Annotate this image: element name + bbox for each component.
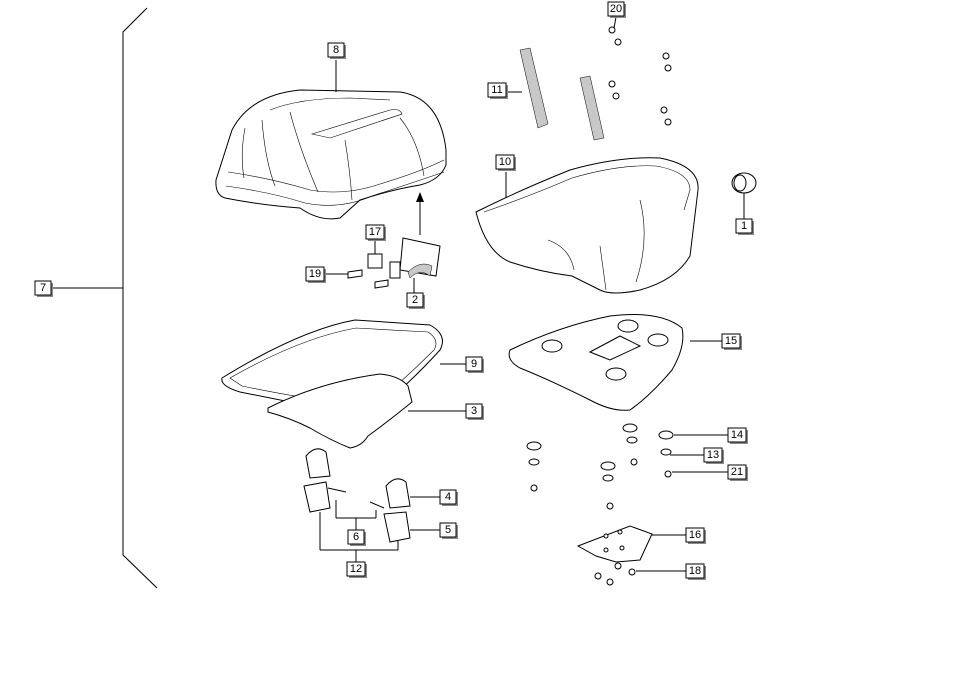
- assembly-arrow: [416, 192, 424, 235]
- label-p1: 1: [735, 218, 754, 235]
- straps: [519, 47, 605, 141]
- label-p9: 9: [465, 356, 484, 373]
- label-p5: 5: [439, 522, 458, 539]
- svg-text:15: 15: [725, 335, 737, 347]
- svg-text:10: 10: [499, 156, 511, 168]
- svg-text:13: 13: [707, 449, 719, 461]
- label-p21: 21: [727, 464, 748, 481]
- lid-liner: [267, 373, 413, 449]
- label-p14: 14: [727, 427, 748, 444]
- label-p20: 20: [607, 1, 626, 18]
- label-p2: 2: [406, 292, 425, 309]
- label-p10: 10: [495, 154, 516, 171]
- svg-text:2: 2: [412, 294, 418, 306]
- svg-text:20: 20: [610, 3, 622, 15]
- svg-text:14: 14: [731, 429, 743, 441]
- svg-text:1: 1: [741, 220, 747, 232]
- svg-text:3: 3: [471, 405, 477, 417]
- lock-barrel: [731, 172, 757, 194]
- svg-text:18: 18: [689, 565, 701, 577]
- label-p15: 15: [721, 333, 742, 350]
- label-p17: 17: [365, 224, 386, 241]
- label-p18: 18: [685, 563, 706, 580]
- label-p11: 11: [487, 82, 508, 99]
- svg-text:6: 6: [353, 531, 359, 543]
- case-base: [475, 157, 699, 294]
- hinge-hardware: [347, 237, 441, 289]
- svg-text:19: 19: [309, 268, 321, 280]
- label-p7: 7: [34, 280, 53, 297]
- label-p6: 6: [347, 529, 366, 546]
- svg-text:9: 9: [471, 358, 477, 370]
- label-p8: 8: [327, 42, 346, 59]
- svg-text:17: 17: [369, 226, 381, 238]
- svg-text:11: 11: [491, 84, 502, 96]
- label-p4: 4: [439, 489, 458, 506]
- svg-text:5: 5: [445, 524, 451, 536]
- svg-text:7: 7: [40, 282, 46, 294]
- label-p16: 16: [685, 527, 706, 544]
- label-p13: 13: [703, 447, 724, 464]
- hinge-blocks: [303, 448, 411, 551]
- fastener-stacks: [526, 423, 674, 510]
- svg-text:8: 8: [333, 44, 339, 56]
- mounting-plate: [576, 525, 653, 563]
- top-case-lid: [215, 89, 447, 220]
- svg-text:16: 16: [689, 529, 701, 541]
- leader-lines: [321, 16, 745, 572]
- bolts-bottom: [594, 562, 636, 586]
- label-p3: 3: [465, 403, 484, 420]
- base-plate: [508, 314, 684, 411]
- svg-text:12: 12: [350, 563, 362, 575]
- svg-text:21: 21: [731, 466, 743, 478]
- screws-top: [608, 26, 672, 126]
- svg-text:4: 4: [445, 491, 451, 503]
- assembly-bracket: [52, 7, 158, 589]
- label-p12: 12: [346, 561, 367, 578]
- label-p19: 19: [305, 266, 326, 283]
